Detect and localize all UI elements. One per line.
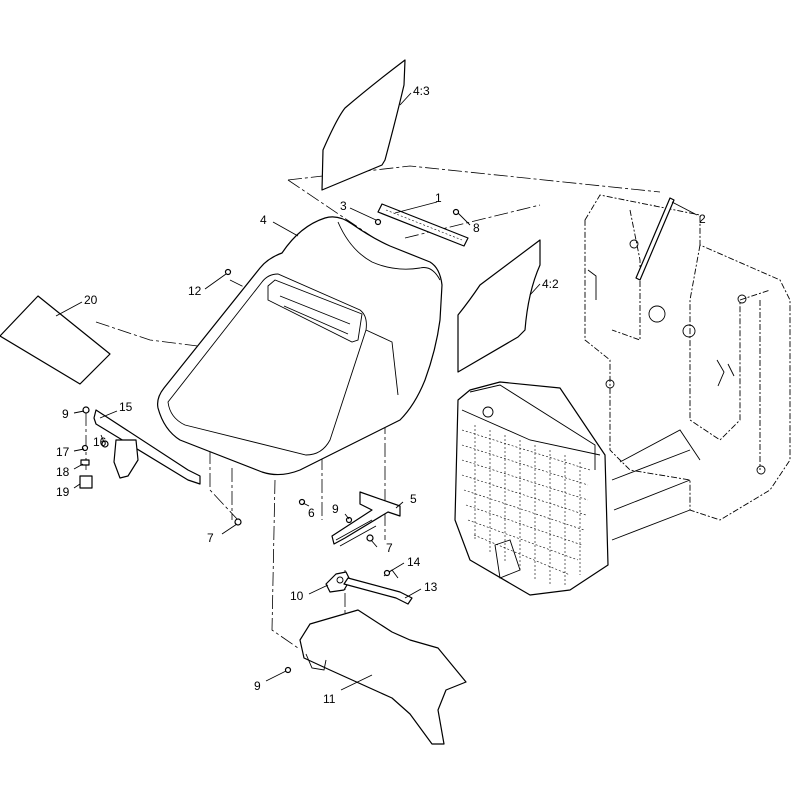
screw-3 (374, 218, 382, 226)
callout-12: 12 (188, 284, 202, 298)
bracket-5[interactable] (331, 491, 401, 547)
nut-7-right (366, 534, 374, 542)
callout-19: 19 (56, 485, 70, 499)
callout-labels: 1 2 3 4 4:2 4:3 5 6 7 7 8 9 9 9 10 11 12… (56, 84, 706, 706)
cover-11[interactable] (299, 609, 467, 745)
callout-14: 14 (407, 555, 421, 569)
callout-16: 16 (93, 435, 107, 449)
bracket-15[interactable] (93, 409, 201, 485)
bolt-8 (452, 208, 460, 216)
callout-20: 20 (84, 293, 98, 307)
bumper-19 (79, 475, 93, 489)
washer-9-mid (345, 516, 353, 524)
rod-13[interactable] (343, 569, 413, 605)
hood-4[interactable] (157, 216, 443, 476)
callout-2: 2 (699, 212, 706, 226)
hardware (79, 197, 675, 674)
callout-5: 5 (410, 492, 417, 506)
washer-9-bottom (284, 666, 292, 674)
callout-15: 15 (119, 400, 133, 414)
callout-4-2: 4:2 (542, 277, 559, 291)
panel-4-2[interactable] (457, 239, 541, 373)
leader-lines (55, 92, 698, 691)
callout-10: 10 (290, 589, 304, 603)
nut-18 (80, 459, 90, 466)
screw-14 (383, 569, 391, 577)
callout-8: 8 (473, 221, 480, 235)
callout-9-mid: 9 (332, 502, 339, 516)
machine-frame[interactable] (454, 194, 791, 596)
panel-4-3[interactable] (321, 59, 406, 191)
callout-1: 1 (435, 191, 442, 205)
callout-9-bottom: 9 (254, 679, 261, 693)
callout-17: 17 (56, 445, 70, 459)
callout-18: 18 (56, 465, 70, 479)
bolt-12 (224, 268, 232, 276)
washer-17 (81, 444, 89, 452)
callout-4: 4 (260, 213, 267, 227)
panel-20[interactable] (0, 295, 111, 385)
strip-1[interactable] (377, 203, 469, 247)
bolt-2 (635, 197, 675, 281)
callout-3: 3 (340, 199, 347, 213)
washer-9-top (82, 406, 90, 414)
callout-6: 6 (308, 506, 315, 520)
nut-7-left (234, 518, 242, 526)
callout-13: 13 (424, 580, 438, 594)
callout-11: 11 (323, 692, 336, 706)
callout-7-right: 7 (386, 541, 393, 555)
callout-4-3: 4:3 (413, 84, 430, 98)
callout-9-top: 9 (62, 407, 69, 421)
screw-16 (101, 440, 109, 448)
callout-7-left: 7 (207, 531, 214, 545)
